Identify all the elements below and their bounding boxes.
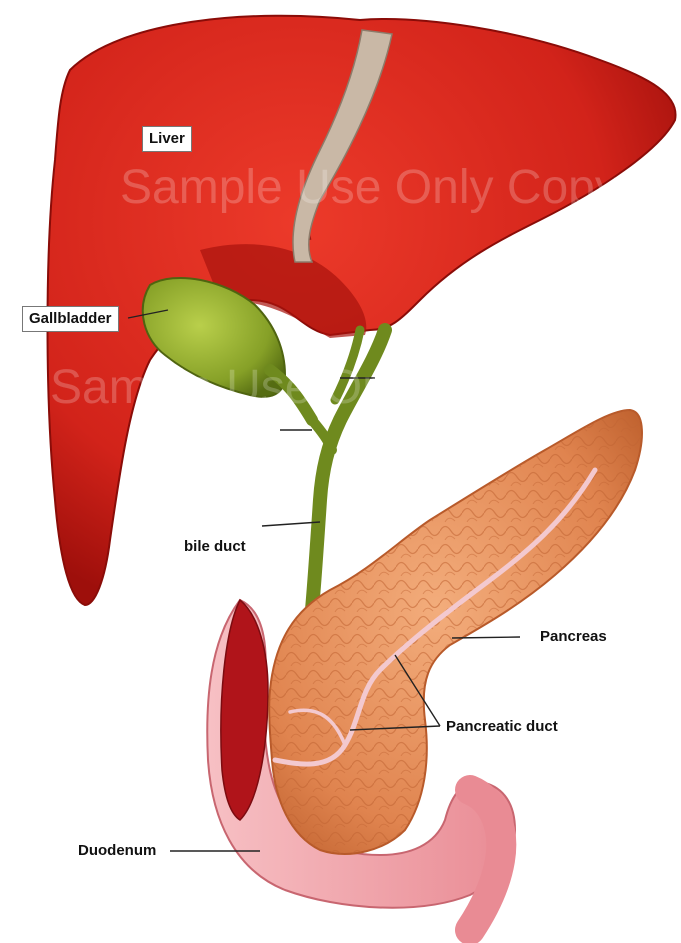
gallbladder-label: Gallbladder: [22, 306, 119, 332]
pancreas-leader: [452, 637, 520, 638]
pancreatic-duct-label: Pancreatic duct: [446, 718, 558, 736]
pancreas-label: Pancreas: [540, 628, 607, 646]
liver-label: Liver: [142, 126, 192, 152]
duodenum-label: Duodenum: [78, 842, 156, 860]
bile-duct-label: bile duct: [184, 538, 246, 556]
